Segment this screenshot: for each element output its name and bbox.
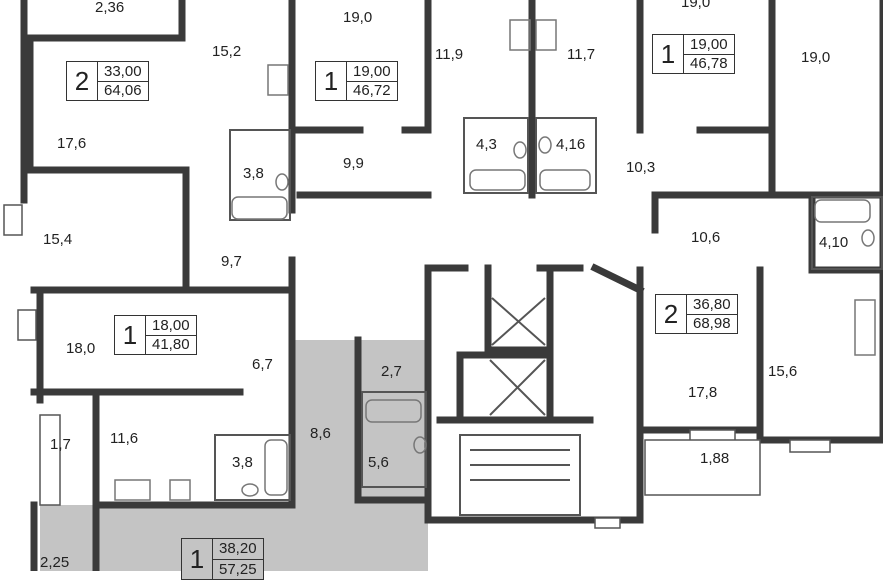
room-area-label: 2,36 (95, 0, 125, 16)
room-area-label: 4,10 (819, 234, 849, 251)
apartment-living-area: 36,80 (687, 295, 737, 315)
room-area-label: 5,6 (368, 454, 389, 471)
room-area-label: 18,0 (66, 340, 96, 357)
room-area-label: 9,9 (343, 155, 364, 172)
apartment-total-area: 46,78 (690, 55, 728, 73)
room-area-label: 1,88 (700, 450, 730, 467)
room-area-label: 17,8 (688, 384, 718, 401)
windows (3, 204, 831, 529)
apartment-room-count: 2 (663, 298, 679, 329)
room-area-label: 10,6 (691, 229, 721, 246)
room-area-label: 15,4 (43, 231, 73, 248)
room-area-label: 1,7 (50, 436, 71, 453)
apartment-living-area: 19,00 (347, 62, 397, 82)
apartment-living-area: 33,00 (98, 62, 148, 82)
room-area-label: 9,7 (221, 253, 242, 270)
room-area-label: 3,8 (243, 165, 264, 182)
apartment-total-area: 41,80 (152, 336, 190, 354)
apartment-room-count: 2 (74, 65, 90, 96)
partitions (214, 117, 883, 516)
walls (20, 0, 883, 571)
room-area-label: 2,25 (40, 554, 70, 571)
apartment-room-count: 1 (660, 38, 676, 69)
apartment-total-area: 64,06 (104, 82, 142, 100)
room-area-label: 19,0 (681, 0, 711, 11)
room-area-label: 11,6 (110, 430, 139, 447)
room-area-label: 8,6 (310, 425, 331, 442)
room-area-label: 2,7 (381, 363, 402, 380)
apartment-total-area: 68,98 (693, 315, 731, 333)
apartment-living-area: 18,00 (146, 316, 196, 336)
room-area-label: 4,3 (476, 136, 497, 153)
room-area-label: 11,7 (567, 46, 596, 63)
fixtures (114, 19, 876, 501)
room-area-label: 17,6 (57, 135, 87, 152)
room-area-label: 15,6 (768, 363, 798, 380)
apartment-living-area: 38,20 (213, 539, 263, 560)
room-area-label: 3,8 (232, 454, 253, 471)
apartment-room-count: 1 (189, 543, 205, 574)
room-area-label: 4,16 (556, 136, 586, 153)
room-area-label: 11,9 (435, 46, 464, 63)
apartment-room-count: 1 (323, 65, 339, 96)
apartment-room-count: 1 (122, 319, 138, 350)
highlighted-apartment[interactable] (40, 340, 428, 571)
room-area-label: 6,7 (252, 356, 273, 373)
apartment-living-area: 19,00 (684, 35, 734, 55)
room-area-label: 19,0 (343, 9, 373, 26)
room-area-label: 15,2 (212, 43, 242, 60)
room-area-label: 10,3 (626, 159, 656, 176)
room-area-label: 19,0 (801, 49, 831, 66)
apartment-total-area: 57,25 (219, 560, 257, 578)
apartment-total-area: 46,72 (353, 82, 391, 100)
